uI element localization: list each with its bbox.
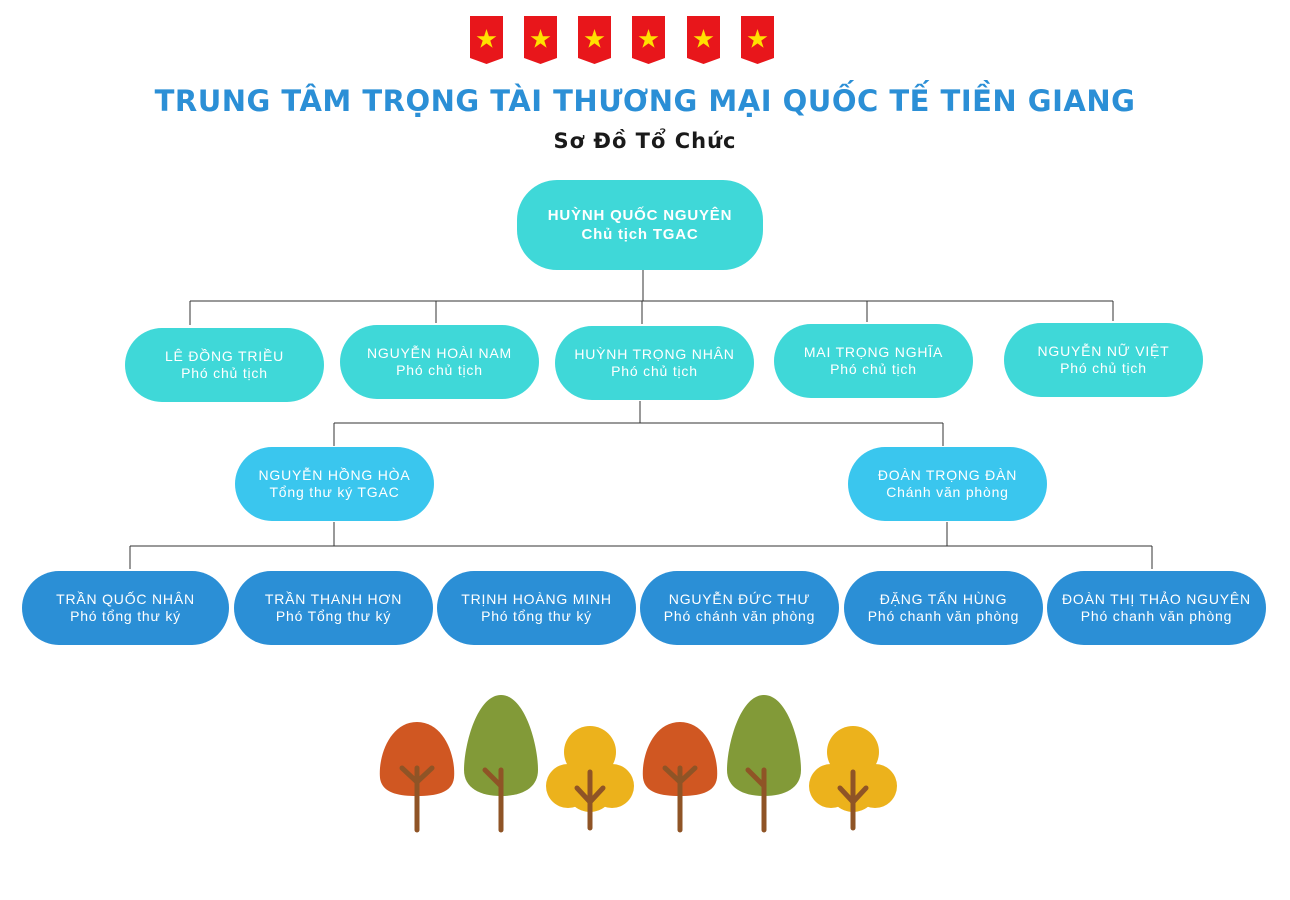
person-name: NGUYỄN HOÀI NAM <box>367 345 512 362</box>
staff-node: TRẦN THANH HƠN Phó Tổng thư ký <box>234 571 433 645</box>
staff-node: ĐẶNG TẤN HÙNG Phó chanh văn phòng <box>844 571 1043 645</box>
orange-tree-icon <box>380 722 454 830</box>
person-role: Phó chủ tịch <box>181 365 268 382</box>
staff-node: NGUYỄN ĐỨC THƯ Phó chánh văn phòng <box>640 571 839 645</box>
person-name: HUỲNH TRỌNG NHÂN <box>574 346 734 363</box>
person-role: Phó chánh văn phòng <box>664 608 815 625</box>
person-name: ĐOÀN TRỌNG ĐÀN <box>878 467 1017 484</box>
vice-chair-node: NGUYỄN NỮ VIỆT Phó chủ tịch <box>1004 323 1203 397</box>
person-role: Chánh văn phòng <box>886 484 1009 501</box>
vice-chair-node: HUỲNH TRỌNG NHÂN Phó chủ tịch <box>555 326 754 400</box>
staff-node: TRẦN QUỐC NHÂN Phó tổng thư ký <box>22 571 229 645</box>
person-name: MAI TRỌNG NGHĨA <box>804 344 943 361</box>
vice-chair-node: NGUYỄN HOÀI NAM Phó chủ tịch <box>340 325 539 399</box>
person-name: TRẦN THANH HƠN <box>265 591 402 608</box>
yellow-tree-icon <box>809 726 897 828</box>
chairman-name: HUỲNH QUỐC NGUYÊN <box>548 206 732 225</box>
person-role: Phó chanh văn phòng <box>868 608 1019 625</box>
vice-chair-node: MAI TRỌNG NGHĨA Phó chủ tịch <box>774 324 973 398</box>
person-role: Phó tổng thư ký <box>70 608 181 625</box>
person-name: TRẦN QUỐC NHÂN <box>56 591 195 608</box>
person-name: NGUYỄN HỒNG HÒA <box>258 467 410 484</box>
chairman-node: HUỲNH QUỐC NGUYÊN Chủ tịch TGAC <box>517 180 763 270</box>
person-role: Phó chủ tịch <box>830 361 917 378</box>
person-role: Phó tổng thư ký <box>481 608 592 625</box>
person-name: NGUYỄN NỮ VIỆT <box>1037 343 1169 360</box>
orange-tree-icon <box>643 722 717 830</box>
vice-chair-node: LÊ ĐỒNG TRIỀU Phó chủ tịch <box>125 328 324 402</box>
green-tree-icon <box>464 695 538 830</box>
person-name: NGUYỄN ĐỨC THƯ <box>669 591 810 608</box>
person-role: Phó chanh văn phòng <box>1081 608 1232 625</box>
office-chief-node: ĐOÀN TRỌNG ĐÀN Chánh văn phòng <box>848 447 1047 521</box>
green-tree-icon <box>727 695 801 830</box>
person-role: Tổng thư ký TGAC <box>269 484 399 501</box>
person-name: ĐẶNG TẤN HÙNG <box>880 591 1008 608</box>
person-role: Phó chủ tịch <box>611 363 698 380</box>
person-name: LÊ ĐỒNG TRIỀU <box>165 348 284 365</box>
staff-node: ĐOÀN THỊ THẢO NGUYÊN Phó chanh văn phòng <box>1047 571 1266 645</box>
yellow-tree-icon <box>546 726 634 828</box>
person-name: TRỊNH HOÀNG MINH <box>461 591 611 608</box>
person-role: Phó chủ tịch <box>1060 360 1147 377</box>
staff-node: TRỊNH HOÀNG MINH Phó tổng thư ký <box>437 571 636 645</box>
tree-row <box>370 690 910 840</box>
person-role: Phó Tổng thư ký <box>276 608 391 625</box>
chairman-role: Chủ tịch TGAC <box>581 225 698 244</box>
secretary-general-node: NGUYỄN HỒNG HÒA Tổng thư ký TGAC <box>235 447 434 521</box>
person-role: Phó chủ tịch <box>396 362 483 379</box>
person-name: ĐOÀN THỊ THẢO NGUYÊN <box>1062 591 1251 608</box>
